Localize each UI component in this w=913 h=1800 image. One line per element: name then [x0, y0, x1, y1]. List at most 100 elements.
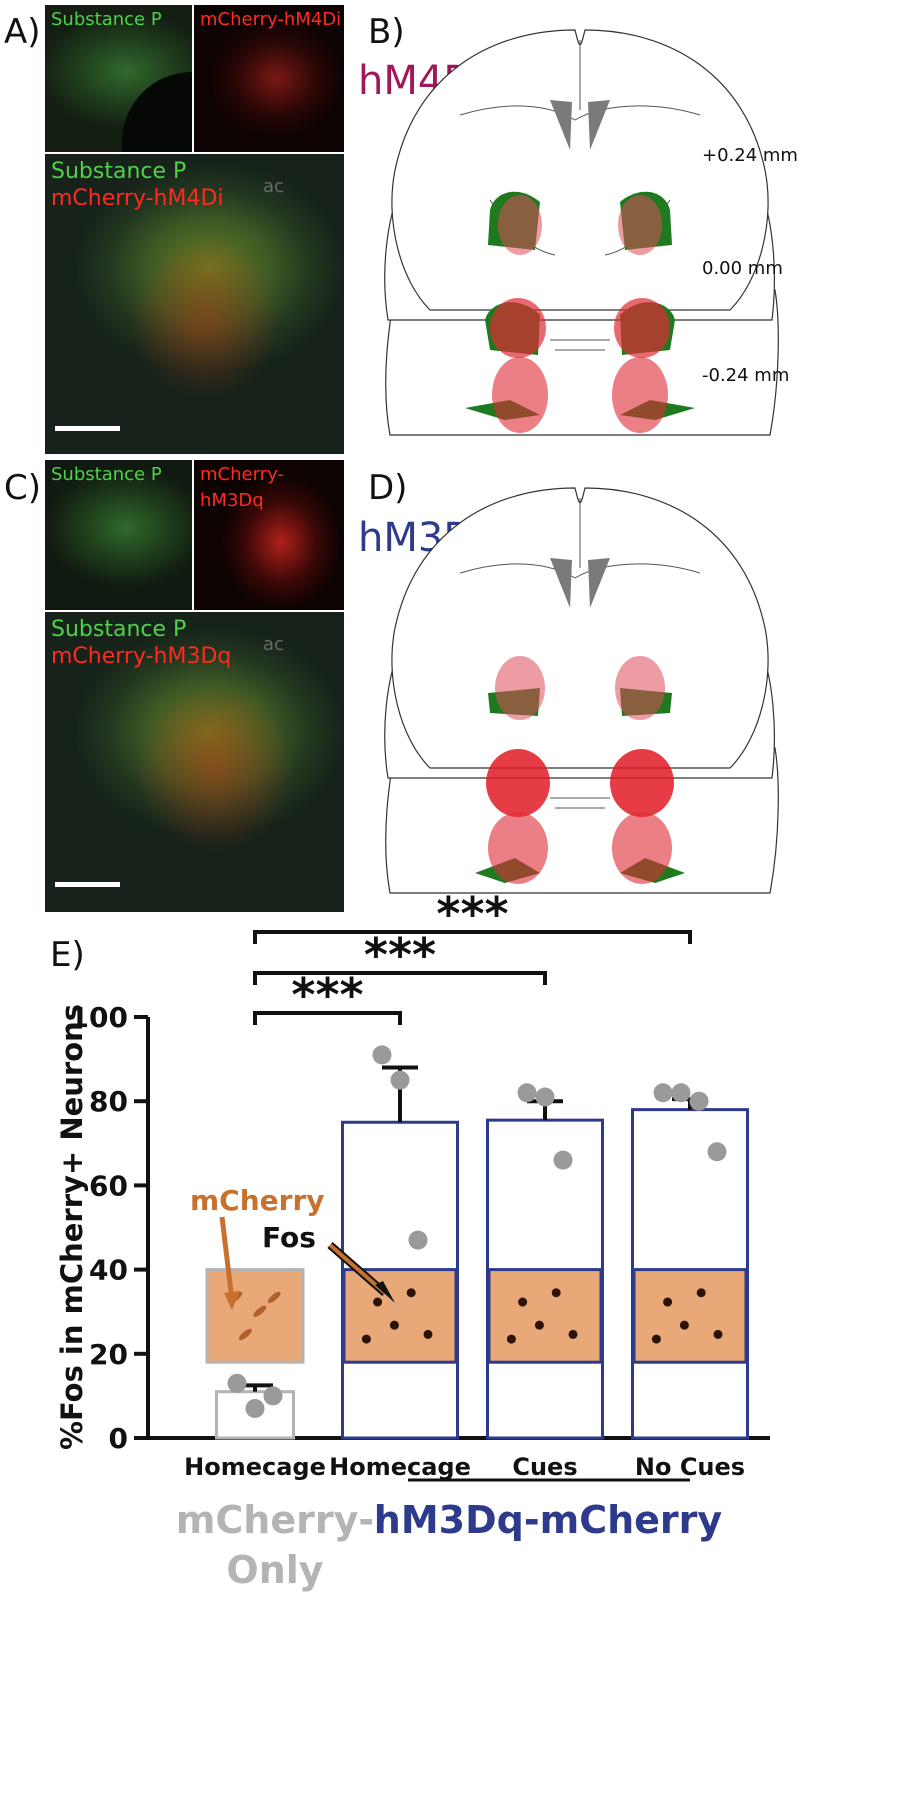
bars — [215, 1065, 749, 1440]
point-0-1 — [245, 1399, 265, 1419]
lesion-d-left-3 — [475, 812, 548, 884]
y-axis-label: %Fos in mCherry+ Neurons — [55, 1004, 89, 1450]
coord-000: 0.00 mm — [702, 258, 783, 279]
arrow-fos-head — [375, 1281, 395, 1303]
inset-nucleus-2-4 — [506, 1334, 516, 1344]
data-points — [227, 1045, 727, 1419]
ventricle-left-d — [550, 558, 572, 608]
coord-minus-024: -0.24 mm — [702, 365, 790, 386]
micrograph-a-merged: Substance P mCherry-hM4Di ac — [45, 154, 344, 454]
label-substance-p-c: Substance P — [51, 464, 162, 485]
ventricle-left — [550, 100, 572, 150]
x-tick-label-0: Homecage — [184, 1453, 326, 1481]
panel-letter-d: D) — [368, 468, 408, 508]
point-0-0 — [227, 1373, 247, 1393]
sig-bracket-0 — [253, 1011, 402, 1025]
inset-nucleus-1-2 — [389, 1320, 399, 1330]
inset-cell-3 — [238, 1328, 252, 1341]
arrow-mcherry-head — [224, 1291, 240, 1310]
coord-plus-024: +0.24 mm — [702, 145, 798, 166]
inset-image-3 — [632, 1268, 748, 1364]
inset-nucleus-1-4 — [361, 1334, 371, 1344]
panel-letter-e: E) — [50, 935, 85, 975]
x-tick-label-2: Cues — [512, 1453, 577, 1481]
x-tick-label-1: Homecage — [329, 1453, 471, 1481]
point-2-1 — [535, 1087, 555, 1107]
micrograph-c-mcherry: mCherry-hM3Dq — [194, 460, 344, 610]
inset-nucleus-3-3 — [713, 1329, 723, 1339]
label-ac-c: ac — [263, 634, 284, 655]
y-tick-label-60: 60 — [89, 1169, 128, 1202]
sig-label-2: *** — [436, 887, 508, 941]
lesion-d-right-3 — [612, 812, 685, 884]
sig-bracket-2 — [253, 930, 692, 944]
sig-bracket-1 — [253, 971, 547, 985]
inset-nucleus-2-1 — [551, 1288, 561, 1298]
lesion-left-3 — [465, 357, 548, 433]
micrograph-c-substance-p: Substance P — [45, 460, 192, 610]
group-label-control-2: Only — [226, 1548, 323, 1592]
inset-cell-2 — [267, 1291, 281, 1304]
inset-nucleus-3-2 — [679, 1320, 689, 1330]
point-2-2 — [553, 1150, 573, 1170]
lesion-right-1 — [618, 191, 672, 255]
inset-cell-1 — [253, 1305, 267, 1317]
ventricle-right — [588, 100, 610, 150]
label-mcherry-hm3dq: mCherry-hM3Dq — [200, 464, 284, 511]
lesion-d-right-2 — [610, 749, 674, 817]
label-ac: ac — [263, 176, 284, 197]
label-substance-p-merged: Substance P — [51, 159, 187, 184]
lesion-left-2 — [485, 298, 546, 358]
lesion-d-right-1 — [615, 656, 672, 720]
point-1-2 — [408, 1230, 428, 1250]
y-tick-label-40: 40 — [89, 1254, 128, 1287]
y-tick-label-20: 20 — [89, 1338, 128, 1371]
panel-letter-c: C) — [4, 468, 42, 508]
inset-image-2 — [487, 1268, 603, 1364]
brain-atlas-b — [384, 29, 779, 436]
micrograph-c-merged: Substance P mCherry-hM3Dq ac — [45, 612, 344, 912]
group-label-hm3dq: hM3Dq-mCherry — [374, 1498, 723, 1542]
inset-nucleus-1-0 — [373, 1297, 383, 1307]
arrow-mcherry — [219, 1216, 235, 1301]
micrograph-a-mcherry: mCherry-hM4Di — [194, 5, 344, 152]
sig-label-1: *** — [364, 928, 436, 982]
lesion-right-3 — [612, 357, 695, 433]
inset-nucleus-3-4 — [651, 1334, 661, 1344]
lesion-d-left-2 — [486, 749, 550, 817]
label-substance-p: Substance P — [51, 9, 162, 30]
label-mcherry-hm4di: mCherry-hM4Di — [200, 9, 342, 30]
inset-nucleus-3-1 — [696, 1288, 706, 1298]
micrograph-red-fill — [130, 239, 280, 399]
sig-label-0: *** — [291, 968, 363, 1022]
brain-atlas-d — [384, 487, 779, 894]
panel-letter-a: A) — [4, 12, 41, 52]
scale-bar — [55, 426, 120, 431]
inset-nucleus-1-1 — [406, 1288, 416, 1298]
point-0-2 — [263, 1386, 283, 1406]
image-insets — [205, 1268, 748, 1364]
x-tick-label-3: No Cues — [635, 1453, 745, 1481]
lesion-right-2 — [614, 298, 675, 358]
point-3-0 — [653, 1083, 673, 1103]
inset-nucleus-2-2 — [534, 1320, 544, 1330]
inset-label-fos: Fos — [262, 1221, 316, 1254]
label-substance-p-c-merged: Substance P — [51, 617, 187, 642]
inset-label-mcherry: mCherry — [190, 1184, 325, 1217]
inset-nucleus-1-3 — [423, 1329, 433, 1339]
lesion-d-left-1 — [488, 656, 545, 720]
point-3-3 — [707, 1142, 727, 1162]
scale-bar-c — [55, 882, 120, 887]
y-tick-label-100: 100 — [70, 1001, 128, 1034]
inset-nucleus-3-0 — [663, 1297, 673, 1307]
y-tick-label-0: 0 — [109, 1422, 128, 1455]
inset-nucleus-2-3 — [568, 1329, 578, 1339]
micrograph-red-fill-c — [135, 682, 295, 852]
panel-letter-b: B) — [368, 12, 405, 52]
micrograph-dark-region — [122, 72, 192, 152]
point-1-0 — [372, 1045, 392, 1065]
point-3-1 — [671, 1083, 691, 1103]
point-1-1 — [390, 1070, 410, 1090]
